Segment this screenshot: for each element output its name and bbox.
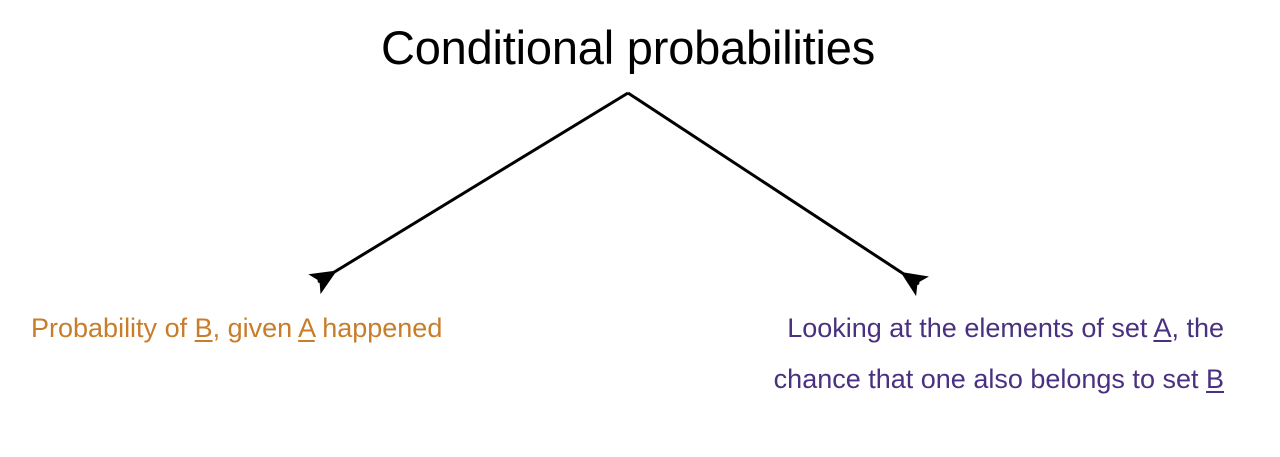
right-branch-arrow (627, 91, 929, 297)
left-branch-segment-0: Probability of (31, 313, 195, 343)
left-branch-segment-4: happened (314, 313, 443, 343)
left-branch-segment-3: A (298, 313, 315, 343)
right-branch-l1-segment-0: chance that one also belongs to set (773, 364, 1206, 394)
right-branch-line-0: Looking at the elements of set A, the (632, 303, 1224, 354)
left-branch-segment-1: B (194, 313, 213, 343)
page-title: Conditional probabilities (380, 21, 876, 74)
right-branch-l1-segment-1: B (1205, 364, 1224, 394)
left-branch-segment-2: , given (212, 313, 299, 343)
right-branch-line-1: chance that one also belongs to set B (632, 354, 1224, 405)
left-branch-text: Probability of B, given A happened (31, 303, 601, 354)
right-branch-l0-segment-0: Looking at the elements of set (787, 313, 1154, 343)
right-branch-l0-segment-1: A (1153, 313, 1172, 343)
left-branch-arrow (308, 91, 629, 295)
right-branch-l0-segment-2: , the (1171, 313, 1224, 343)
